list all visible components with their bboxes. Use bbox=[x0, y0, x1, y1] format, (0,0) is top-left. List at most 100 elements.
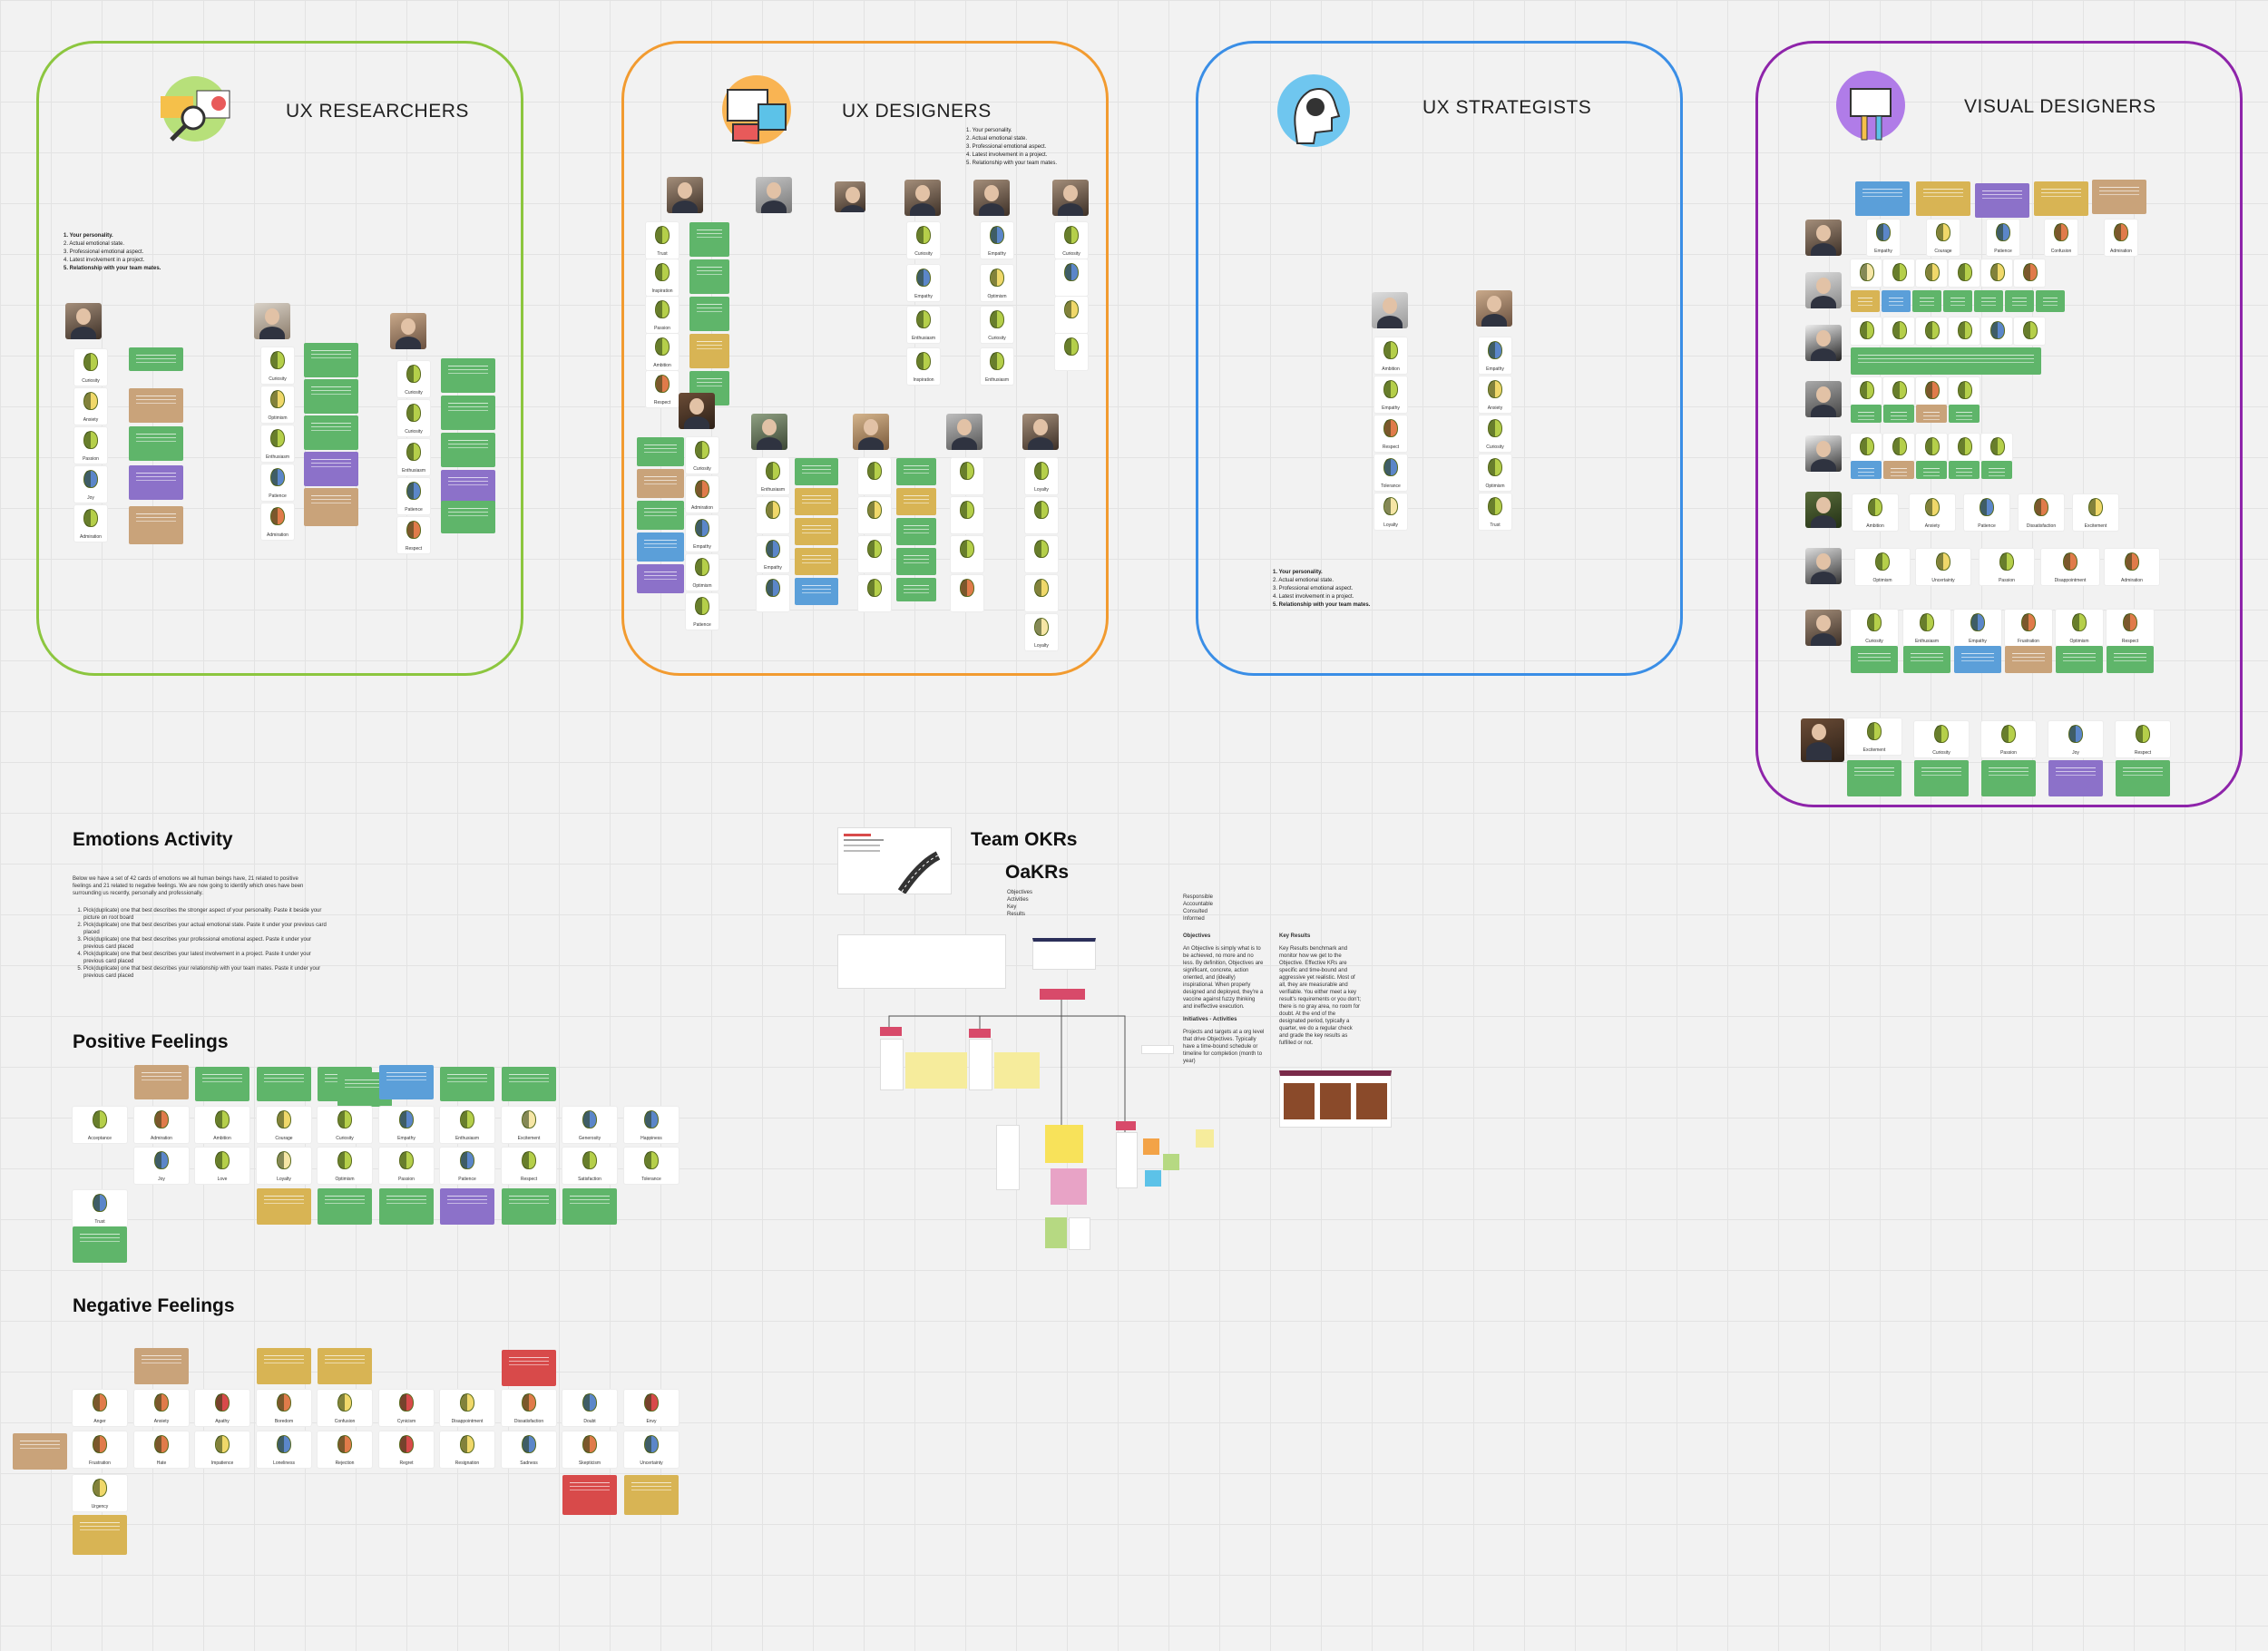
emotion-card[interactable]: Courage bbox=[1927, 220, 1960, 256]
emotion-card[interactable]: Passion bbox=[379, 1148, 434, 1184]
emotion-card[interactable]: Frustration bbox=[73, 1431, 127, 1468]
description-card[interactable] bbox=[1912, 290, 1941, 312]
emotion-card[interactable]: Tolerance bbox=[1374, 454, 1407, 491]
emotion-card[interactable]: Skepticism bbox=[562, 1431, 617, 1468]
emotion-card[interactable]: Curiosity bbox=[1851, 610, 1898, 646]
description-card[interactable] bbox=[379, 1188, 434, 1225]
description-card[interactable] bbox=[129, 347, 183, 371]
emotion-card[interactable]: Curiosity bbox=[907, 222, 940, 259]
description-card[interactable] bbox=[1847, 760, 1901, 796]
emotion-card[interactable] bbox=[1981, 434, 2012, 461]
emotion-card[interactable]: Anxiety bbox=[1479, 376, 1511, 413]
emotion-card[interactable]: Passion bbox=[646, 297, 679, 333]
description-card[interactable] bbox=[2107, 646, 2154, 673]
okr-branch-card[interactable] bbox=[1069, 1217, 1090, 1250]
emotion-card[interactable] bbox=[1055, 334, 1088, 370]
okr-root-node[interactable] bbox=[1040, 989, 1085, 1000]
emotion-card[interactable]: Disappointment bbox=[2041, 549, 2099, 585]
emotion-card[interactable]: Enthusiasm bbox=[397, 439, 430, 475]
emotion-card[interactable]: Empathy bbox=[686, 515, 719, 552]
emotion-card[interactable]: Excitement bbox=[1847, 718, 1901, 755]
okr-examples-card[interactable] bbox=[1279, 1070, 1392, 1128]
emotion-card[interactable]: Anger bbox=[73, 1390, 127, 1426]
okr-branch-card[interactable] bbox=[969, 1039, 992, 1090]
emotion-card[interactable] bbox=[1025, 497, 1058, 533]
description-card[interactable] bbox=[379, 1065, 434, 1099]
emotion-card[interactable] bbox=[1025, 536, 1058, 572]
emotion-card[interactable] bbox=[1055, 259, 1088, 296]
emotion-card[interactable] bbox=[1949, 259, 1980, 287]
emotion-card[interactable]: Loyalty bbox=[1374, 493, 1407, 530]
emotion-card[interactable]: Trust bbox=[646, 222, 679, 259]
description-card[interactable] bbox=[440, 1188, 494, 1225]
description-card[interactable] bbox=[441, 396, 495, 430]
emotion-card[interactable] bbox=[1883, 434, 1914, 461]
description-card[interactable] bbox=[441, 501, 495, 533]
emotion-card[interactable] bbox=[858, 458, 891, 494]
sticky-note[interactable] bbox=[1045, 1217, 1067, 1248]
description-card[interactable] bbox=[795, 488, 838, 515]
description-card[interactable] bbox=[637, 501, 684, 530]
description-card[interactable] bbox=[304, 488, 358, 526]
emotion-card[interactable]: Dissatisfaction bbox=[2019, 494, 2064, 531]
description-card[interactable] bbox=[689, 222, 729, 257]
emotion-card[interactable]: Tolerance bbox=[624, 1148, 679, 1184]
description-card[interactable] bbox=[1914, 760, 1969, 796]
sticky-note[interactable] bbox=[905, 1052, 967, 1089]
description-card[interactable] bbox=[195, 1067, 249, 1101]
sticky-note[interactable] bbox=[1163, 1154, 1179, 1170]
emotion-card[interactable]: Cynicism bbox=[379, 1390, 434, 1426]
description-card[interactable] bbox=[304, 379, 358, 414]
description-card[interactable] bbox=[134, 1065, 189, 1099]
description-card[interactable] bbox=[896, 578, 936, 601]
description-card[interactable] bbox=[689, 334, 729, 368]
description-card[interactable] bbox=[1981, 461, 2012, 479]
emotion-card[interactable]: Joy bbox=[134, 1148, 189, 1184]
emotion-card[interactable]: Curiosity bbox=[397, 400, 430, 436]
emotion-card[interactable] bbox=[1883, 259, 1914, 287]
emotion-card[interactable]: Empathy bbox=[1479, 337, 1511, 374]
description-card[interactable] bbox=[1949, 405, 1980, 423]
emotion-card[interactable]: Patience bbox=[440, 1148, 494, 1184]
emotion-card[interactable] bbox=[757, 497, 789, 533]
emotion-card[interactable]: Boredom bbox=[257, 1390, 311, 1426]
description-card[interactable] bbox=[896, 548, 936, 575]
sticky-note[interactable] bbox=[1145, 1170, 1161, 1187]
sticky-note[interactable] bbox=[1196, 1129, 1214, 1148]
description-card[interactable] bbox=[304, 343, 358, 377]
emotion-card[interactable]: Loyalty bbox=[1025, 458, 1058, 494]
frame-visual-designers[interactable] bbox=[1755, 41, 2243, 807]
okr-branch-card[interactable] bbox=[1116, 1132, 1138, 1188]
emotion-card[interactable]: Curiosity bbox=[1914, 721, 1969, 757]
frame-ux-designers[interactable] bbox=[621, 41, 1109, 676]
emotion-card[interactable]: Optimism bbox=[981, 265, 1013, 301]
emotion-card[interactable]: Patience bbox=[261, 464, 294, 501]
emotion-card[interactable]: Courage bbox=[257, 1107, 311, 1143]
emotion-card[interactable]: Passion bbox=[74, 427, 107, 464]
description-card[interactable] bbox=[637, 437, 684, 466]
emotion-card[interactable] bbox=[1949, 377, 1980, 405]
okr-header-card[interactable] bbox=[1032, 938, 1096, 970]
sticky-note[interactable] bbox=[1045, 1125, 1083, 1163]
emotion-card[interactable]: Disappointment bbox=[440, 1390, 494, 1426]
emotion-card[interactable]: Optimism bbox=[261, 386, 294, 423]
emotion-card[interactable] bbox=[1916, 377, 1947, 405]
emotion-card[interactable]: Hate bbox=[134, 1431, 189, 1468]
emotion-card[interactable]: Curiosity bbox=[261, 347, 294, 384]
description-card[interactable] bbox=[795, 518, 838, 545]
emotion-card[interactable] bbox=[757, 575, 789, 611]
emotion-card[interactable]: Uncertainty bbox=[1916, 549, 1970, 585]
emotion-card[interactable]: Frustration bbox=[2005, 610, 2052, 646]
emotion-card[interactable]: Respect bbox=[646, 371, 679, 407]
description-card[interactable] bbox=[1903, 646, 1950, 673]
emotion-card[interactable]: Optimism bbox=[2056, 610, 2103, 646]
description-card[interactable] bbox=[1851, 461, 1882, 479]
description-card[interactable] bbox=[896, 488, 936, 515]
emotion-card[interactable]: Envy bbox=[624, 1390, 679, 1426]
emotion-card[interactable] bbox=[858, 575, 891, 611]
emotion-card[interactable] bbox=[1916, 259, 1947, 287]
emotion-card[interactable]: Curiosity bbox=[686, 437, 719, 474]
emotion-card[interactable]: Acceptance bbox=[73, 1107, 127, 1143]
emotion-card[interactable] bbox=[1851, 377, 1882, 405]
emotion-card[interactable]: Joy bbox=[74, 466, 107, 503]
